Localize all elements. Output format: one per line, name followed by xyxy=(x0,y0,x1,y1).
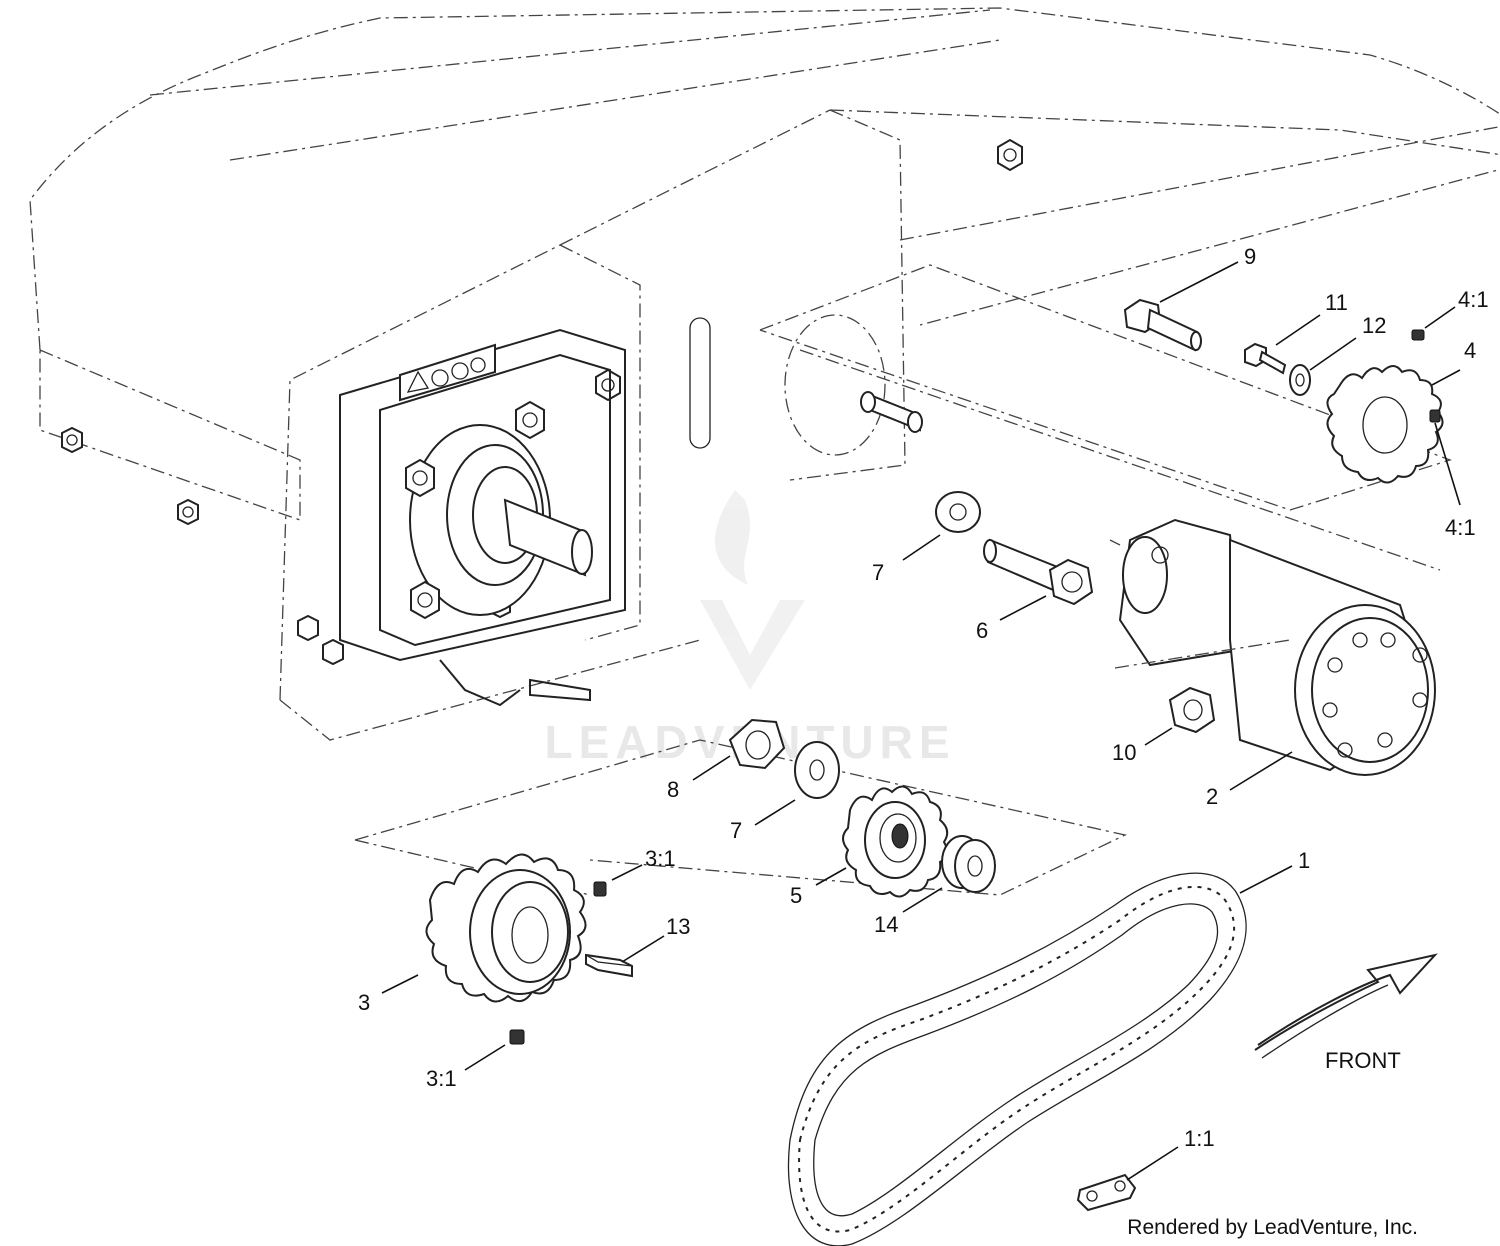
callout-4: 4 xyxy=(1464,338,1476,363)
part-6-bolt xyxy=(983,538,1094,606)
frame-bolts xyxy=(61,138,1023,666)
watermark-logo-icon xyxy=(700,490,805,690)
callout-5: 5 xyxy=(790,883,802,908)
callout-3-1-top: 3:1 xyxy=(645,846,676,871)
warning-decal xyxy=(399,343,496,402)
callout-14: 14 xyxy=(874,912,898,937)
part-1-chain xyxy=(787,872,1247,1246)
front-label: FRONT xyxy=(1325,1048,1401,1073)
motor-mount-assembly-box xyxy=(759,264,1453,571)
part-7-washer-upper xyxy=(935,491,981,533)
callout-4-1-bottom: 4:1 xyxy=(1445,515,1476,540)
callout-1: 1 xyxy=(1298,848,1310,873)
callout-3: 3 xyxy=(358,990,370,1015)
part-3-sprocket xyxy=(425,853,607,1045)
callout-7-lower: 7 xyxy=(730,818,742,843)
callout-12: 12 xyxy=(1362,313,1386,338)
part-9-bolt xyxy=(1123,298,1202,352)
bearing-housing xyxy=(339,328,626,707)
footer-credit: Rendered by LeadVenture, Inc. xyxy=(1127,1216,1418,1239)
callout-4-1-top: 4:1 xyxy=(1458,287,1489,312)
part-11-bolt xyxy=(1244,342,1287,375)
part-8-nut xyxy=(728,718,786,770)
part-5-idler-sprocket xyxy=(842,785,949,898)
part-2-hydraulic-motor xyxy=(1114,518,1436,776)
callout-8: 8 xyxy=(667,777,679,802)
part-10-nut xyxy=(1168,686,1216,734)
front-arrow-icon xyxy=(1254,953,1438,1059)
callout-3-1-bottom: 3:1 xyxy=(426,1066,457,1091)
callout-2: 2 xyxy=(1206,784,1218,809)
callouts: 9 11 12 4:1 4 4:1 7 6 10 2 8 7 1 3:1 5 1… xyxy=(358,244,1489,1151)
callout-6: 6 xyxy=(976,618,988,643)
callout-7-upper: 7 xyxy=(872,560,884,585)
part-1-1-master-link xyxy=(1076,1173,1137,1212)
part-4-sprocket xyxy=(1326,329,1444,484)
part-13-key xyxy=(585,953,633,978)
callout-10: 10 xyxy=(1112,740,1136,765)
frame-outline xyxy=(29,7,1500,741)
part-14-spacer xyxy=(941,835,996,893)
callout-13: 13 xyxy=(666,914,690,939)
part-12-washer xyxy=(1289,364,1311,396)
frame-slot xyxy=(689,317,711,449)
leader-lines xyxy=(381,261,1461,1181)
callout-9: 9 xyxy=(1244,244,1256,269)
stud-pin xyxy=(860,391,923,433)
callout-11: 11 xyxy=(1325,290,1348,315)
callout-1-1: 1:1 xyxy=(1184,1126,1215,1151)
part-7-washer-lower xyxy=(794,741,840,799)
